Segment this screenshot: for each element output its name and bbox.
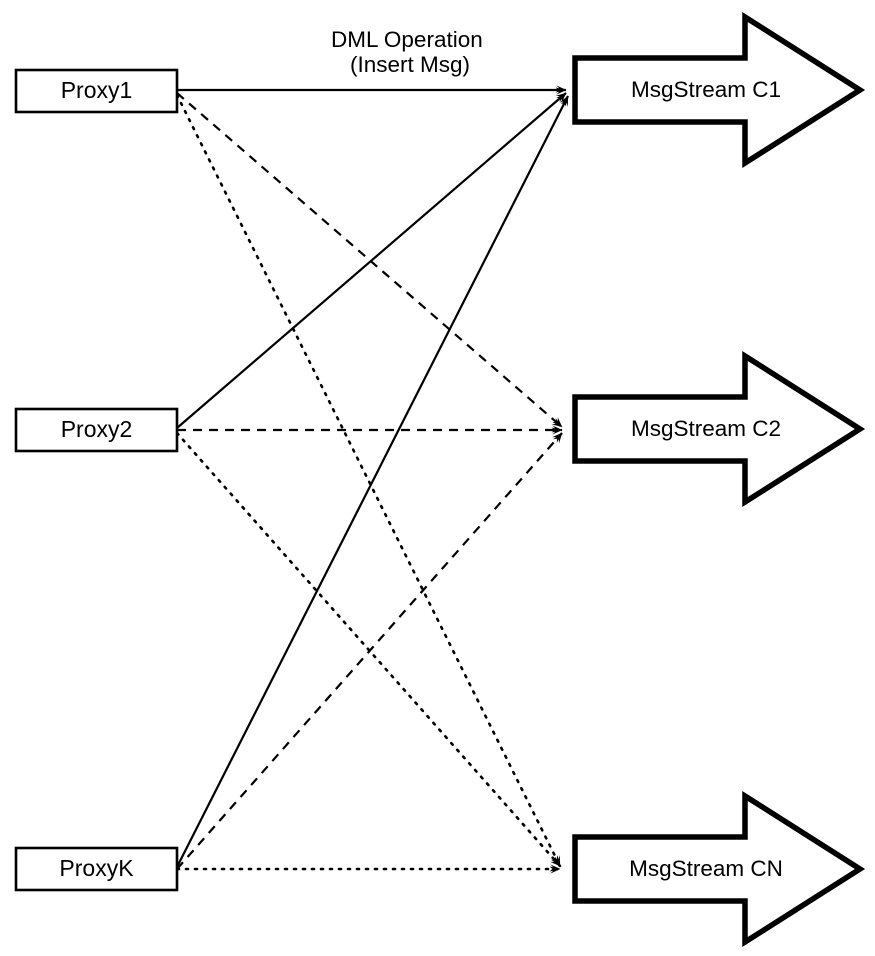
- proxies-layer: Proxy1 Proxy2 ProxyK: [14, 68, 179, 892]
- stream-c2-arrow-shape[interactable]: [572, 350, 866, 508]
- node-proxy2[interactable]: Proxy2: [14, 407, 179, 453]
- stream-c1-label: MsgStream C1: [631, 77, 781, 102]
- dml-operation-line1: DML Operation: [331, 27, 483, 52]
- proxy2-label: Proxy2: [61, 416, 133, 442]
- node-stream-c1[interactable]: MsgStream C1: [572, 11, 866, 169]
- annotation-layer: DML Operation (Insert Msg): [331, 27, 489, 77]
- proxyk-label: ProxyK: [59, 855, 134, 881]
- proxy1-label: Proxy1: [61, 77, 133, 103]
- edges-layer: [175, 85, 569, 874]
- dml-operation-annotation: DML Operation (Insert Msg): [331, 27, 489, 77]
- edge-proxy2-to-stream-c1[interactable]: [176, 92, 567, 429]
- node-proxy1[interactable]: Proxy1: [14, 68, 179, 114]
- stream-cn-label: MsgStream CN: [629, 856, 783, 881]
- node-stream-c2[interactable]: MsgStream C2: [572, 350, 866, 508]
- edge-proxyk-to-stream-c2[interactable]: [176, 432, 563, 870]
- proxy2-box[interactable]: [14, 407, 179, 453]
- proxyk-box[interactable]: [14, 846, 179, 892]
- stream-c1-arrow-shape[interactable]: [572, 11, 866, 169]
- stream-cn-arrow-shape[interactable]: [572, 790, 866, 948]
- node-stream-cn[interactable]: MsgStream CN: [572, 790, 866, 948]
- proxy1-box[interactable]: [14, 68, 179, 114]
- edge-proxy2-to-stream-cn[interactable]: [175, 431, 562, 868]
- dml-operation-line2: (Insert Msg): [350, 52, 470, 77]
- node-proxyk[interactable]: ProxyK: [14, 846, 179, 892]
- edge-proxyk-to-stream-c1[interactable]: [176, 95, 569, 868]
- edge-proxy1-to-stream-c2[interactable]: [176, 92, 563, 428]
- streams-layer: MsgStream C1 MsgStream C2 MsgStream CN: [572, 11, 866, 948]
- edge-proxy1-to-stream-cn[interactable]: [175, 93, 562, 868]
- stream-c2-label: MsgStream C2: [631, 416, 781, 441]
